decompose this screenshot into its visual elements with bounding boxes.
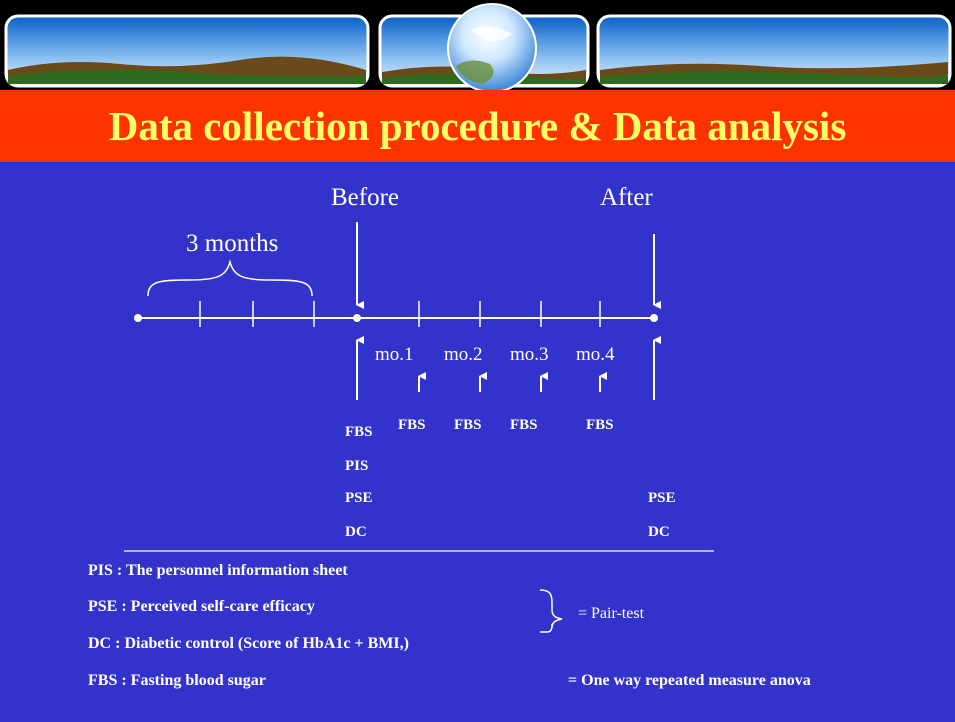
before-measure-dc: DC	[345, 524, 367, 540]
month-label-2: mo.2	[444, 344, 483, 365]
month-1-measure: FBS	[398, 417, 426, 433]
legend-pair-test: = Pair-test	[578, 605, 645, 622]
before-label: Before	[331, 184, 400, 211]
legend-fbs: FBS : Fasting blood sugar	[88, 672, 266, 689]
after-measure-dc: DC	[648, 524, 670, 540]
month-4-measure: FBS	[586, 417, 614, 433]
pair-test-brace	[539, 589, 563, 633]
title-bar	[0, 90, 955, 162]
month-label-4: mo.4	[576, 344, 615, 365]
before-measure-pse: PSE	[345, 490, 373, 506]
timeline-start-dot	[134, 314, 142, 322]
month-label-1: mo.1	[375, 344, 414, 365]
timeline-before-dot	[353, 314, 361, 322]
three-months-brace	[147, 259, 313, 297]
legend-anova: = One way repeated measure anova	[568, 672, 811, 689]
month-3-measure: FBS	[510, 417, 538, 433]
landscape-banner	[0, 0, 955, 93]
slide-title: Data collection procedure & Data analysi…	[108, 103, 847, 149]
before-measure-pis: PIS	[345, 458, 369, 474]
after-label: After	[600, 184, 653, 211]
legend-pse: PSE : Perceived self-care efficacy	[88, 598, 315, 615]
before-measure-fbs: FBS	[345, 424, 373, 440]
legend-pis: PIS : The personnel information sheet	[88, 562, 348, 579]
month-label-3: mo.3	[510, 344, 549, 365]
landscape-banner-art	[4, 3, 952, 93]
month-2-measure: FBS	[454, 417, 482, 433]
three-months-label: 3 months	[186, 230, 279, 257]
after-measure-pse: PSE	[648, 490, 676, 506]
timeline-after-dot	[650, 314, 658, 322]
legend-dc: DC : Diabetic control (Score of HbA1c + …	[88, 635, 409, 652]
